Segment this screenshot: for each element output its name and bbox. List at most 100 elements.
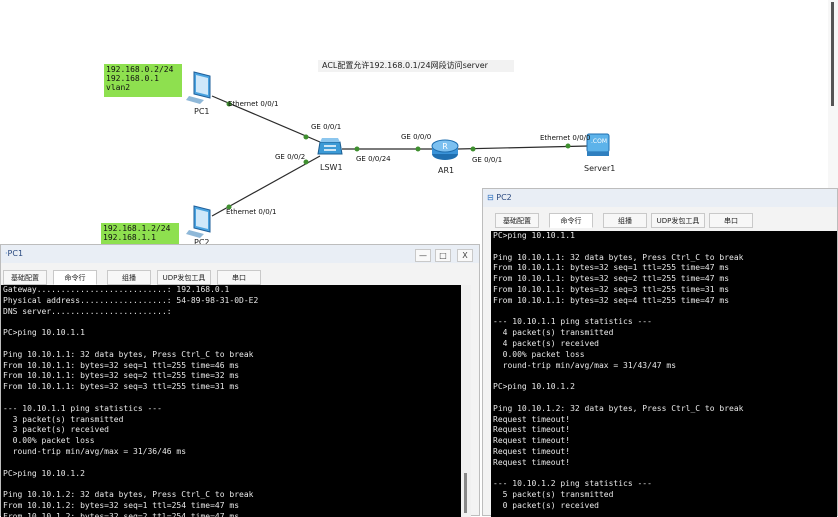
minimize-button[interactable]: — [415,249,431,262]
pc2-window-title: PC2 [496,193,512,202]
port-lsw-ge24: GE 0/0/24 [356,155,391,163]
port-lsw-ge2: GE 0/0/2 [275,153,306,161]
ar1-label: AR1 [438,166,455,175]
console-line [493,242,837,253]
console-line: round-trip min/avg/max = 31/36/46 ms [3,446,187,456]
console-line: From 10.10.1.1: bytes=32 seq=2 ttl=255 t… [493,274,730,284]
window-icon: · [5,249,8,258]
pc-icon [186,71,211,104]
server1-device[interactable]: .COM [584,130,612,158]
console-line: Physical address..................: 54-8… [3,295,259,305]
console-line [3,458,461,469]
console-line [3,317,461,328]
console-line: PC>ping 10.10.1.1 [493,231,575,240]
close-button[interactable]: X [457,249,473,262]
scrollbar-thumb[interactable] [831,2,834,106]
pc2-console[interactable]: PC>ping 10.10.1.1 Ping 10.10.1.1: 32 dat… [491,231,837,517]
port-srv-eth: Ethernet 0/0/0 [540,134,591,142]
console-line: Ping 10.10.1.2: 32 data bytes, Press Ctr… [3,490,254,500]
console-line: Request timeout! [493,457,571,467]
window-icon: ⊟ [487,193,497,202]
pc1-tabs: 基础配置 命令行 组播 UDP发包工具 串口 [1,270,479,286]
console-line [493,469,837,480]
console-line: Ping 10.10.1.1: 32 data bytes, Press Ctr… [3,349,254,359]
pc2-note[interactable]: 192.168.1.2/24 192.168.1.1 [101,223,179,246]
console-line: From 10.10.1.1: bytes=32 seq=1 ttl=255 t… [493,263,730,273]
lsw1-label: LSW1 [320,163,343,172]
pc1-note-vlan: vlan2 [106,83,131,92]
pc2-device[interactable] [186,204,216,240]
port-ar-ge0: GE 0/0/0 [401,133,432,141]
pc1-console[interactable]: Gateway...........................: 192.… [1,285,461,517]
tab-serial[interactable]: 串口 [217,270,261,285]
svg-text:R: R [442,142,448,151]
pc2-note-gateway: 192.168.1.1 [103,233,156,242]
tab-multicast[interactable]: 组播 [107,270,151,285]
console-line: From 10.10.1.2: bytes=32 seq=1 ttl=254 t… [3,500,240,510]
console-line: Ping 10.10.1.2: 32 data bytes, Press Ctr… [493,403,744,413]
console-line [493,393,837,404]
pc2-window-titlebar[interactable]: ⊟ PC2 [483,189,837,207]
pc1-note-ip: 192.168.0.2/24 [106,65,174,74]
tab-udp-tool[interactable]: UDP发包工具 [651,213,705,228]
console-line [3,393,461,404]
console-line [493,371,837,382]
server-icon [586,133,610,156]
console-line: PC>ping 10.10.1.2 [3,468,85,478]
console-line: Request timeout! [493,446,571,456]
console-line: 5 packet(s) transmitted [493,490,614,500]
console-line [493,307,837,318]
console-line: 0.00% packet loss [493,349,585,359]
console-line: From 10.10.1.1: bytes=32 seq=3 ttl=255 t… [493,284,730,294]
console-line: 0 packet(s) received [493,500,599,510]
tab-serial[interactable]: 串口 [709,213,753,228]
ar1-device[interactable]: R [430,138,460,162]
tab-command-line[interactable]: 命令行 [549,213,593,228]
console-line: --- 10.10.1.2 ping statistics --- [493,479,652,489]
console-line: From 10.10.1.1: bytes=32 seq=1 ttl=255 t… [3,360,240,370]
pc1-console-scrollbar[interactable] [461,285,471,517]
pc1-window-title: PC1 [7,249,24,258]
topology-title: ACL配置允许192.168.0.1/24网段访问server [318,60,514,72]
pc1-note-gateway: 192.168.0.1 [106,74,159,83]
console-line: 4 packet(s) transmitted [493,328,614,338]
console-line: From 10.10.1.1: bytes=32 seq=2 ttl=255 t… [3,371,240,381]
tab-udp-tool[interactable]: UDP发包工具 [157,270,211,285]
port-pc2-eth: Ethernet 0/0/1 [226,208,277,216]
scrollbar-thumb[interactable] [464,473,467,513]
console-line: PC>ping 10.10.1.1 [3,328,85,338]
pc2-tabs: 基础配置 命令行 组播 UDP发包工具 串口 [483,213,837,229]
console-line: From 10.10.1.1: bytes=32 seq=3 ttl=255 t… [3,382,240,392]
tab-command-line[interactable]: 命令行 [53,270,97,285]
tab-multicast[interactable]: 组播 [603,213,647,228]
console-line: DNS server........................: [3,306,172,316]
console-line: 0.00% packet loss [3,436,95,446]
pc2-note-ip: 192.168.1.2/24 [103,224,171,233]
pc1-window-titlebar[interactable]: ·PC1 [1,245,479,263]
lsw1-device[interactable] [316,136,344,160]
console-line: 3 packet(s) received [3,425,109,435]
tab-basic-config[interactable]: 基础配置 [495,213,539,228]
console-line: Request timeout! [493,425,571,435]
tab-basic-config[interactable]: 基础配置 [3,270,47,285]
port-lsw-ge1: GE 0/0/1 [311,123,342,131]
console-line [3,339,461,350]
console-line: Request timeout! [493,414,571,424]
router-icon: R [431,139,459,160]
console-line: 4 packet(s) received [493,338,599,348]
pc1-note[interactable]: 192.168.0.2/24 192.168.0.1 vlan2 [104,64,182,97]
console-line: Ping 10.10.1.1: 32 data bytes, Press Ctr… [493,252,744,262]
port-pc1-eth: Ethernet 0/0/1 [228,100,279,108]
console-line: --- 10.10.1.1 ping statistics --- [493,317,652,327]
port-ar-ge1: GE 0/0/1 [472,156,503,164]
pc-icon [186,205,211,238]
pc2-window: ⊟ PC2 基础配置 命令行 组播 UDP发包工具 串口 PC>ping 10.… [482,188,838,517]
console-line [3,479,461,490]
pc1-device[interactable] [186,70,216,106]
server-icon-text: .COM [591,138,607,145]
pc1-window: ·PC1 — □ X 基础配置 命令行 组播 UDP发包工具 串口 Gatewa… [0,244,480,517]
server1-label: Server1 [584,164,616,173]
console-line: --- 10.10.1.1 ping statistics --- [3,403,162,413]
maximize-button[interactable]: □ [435,249,451,262]
